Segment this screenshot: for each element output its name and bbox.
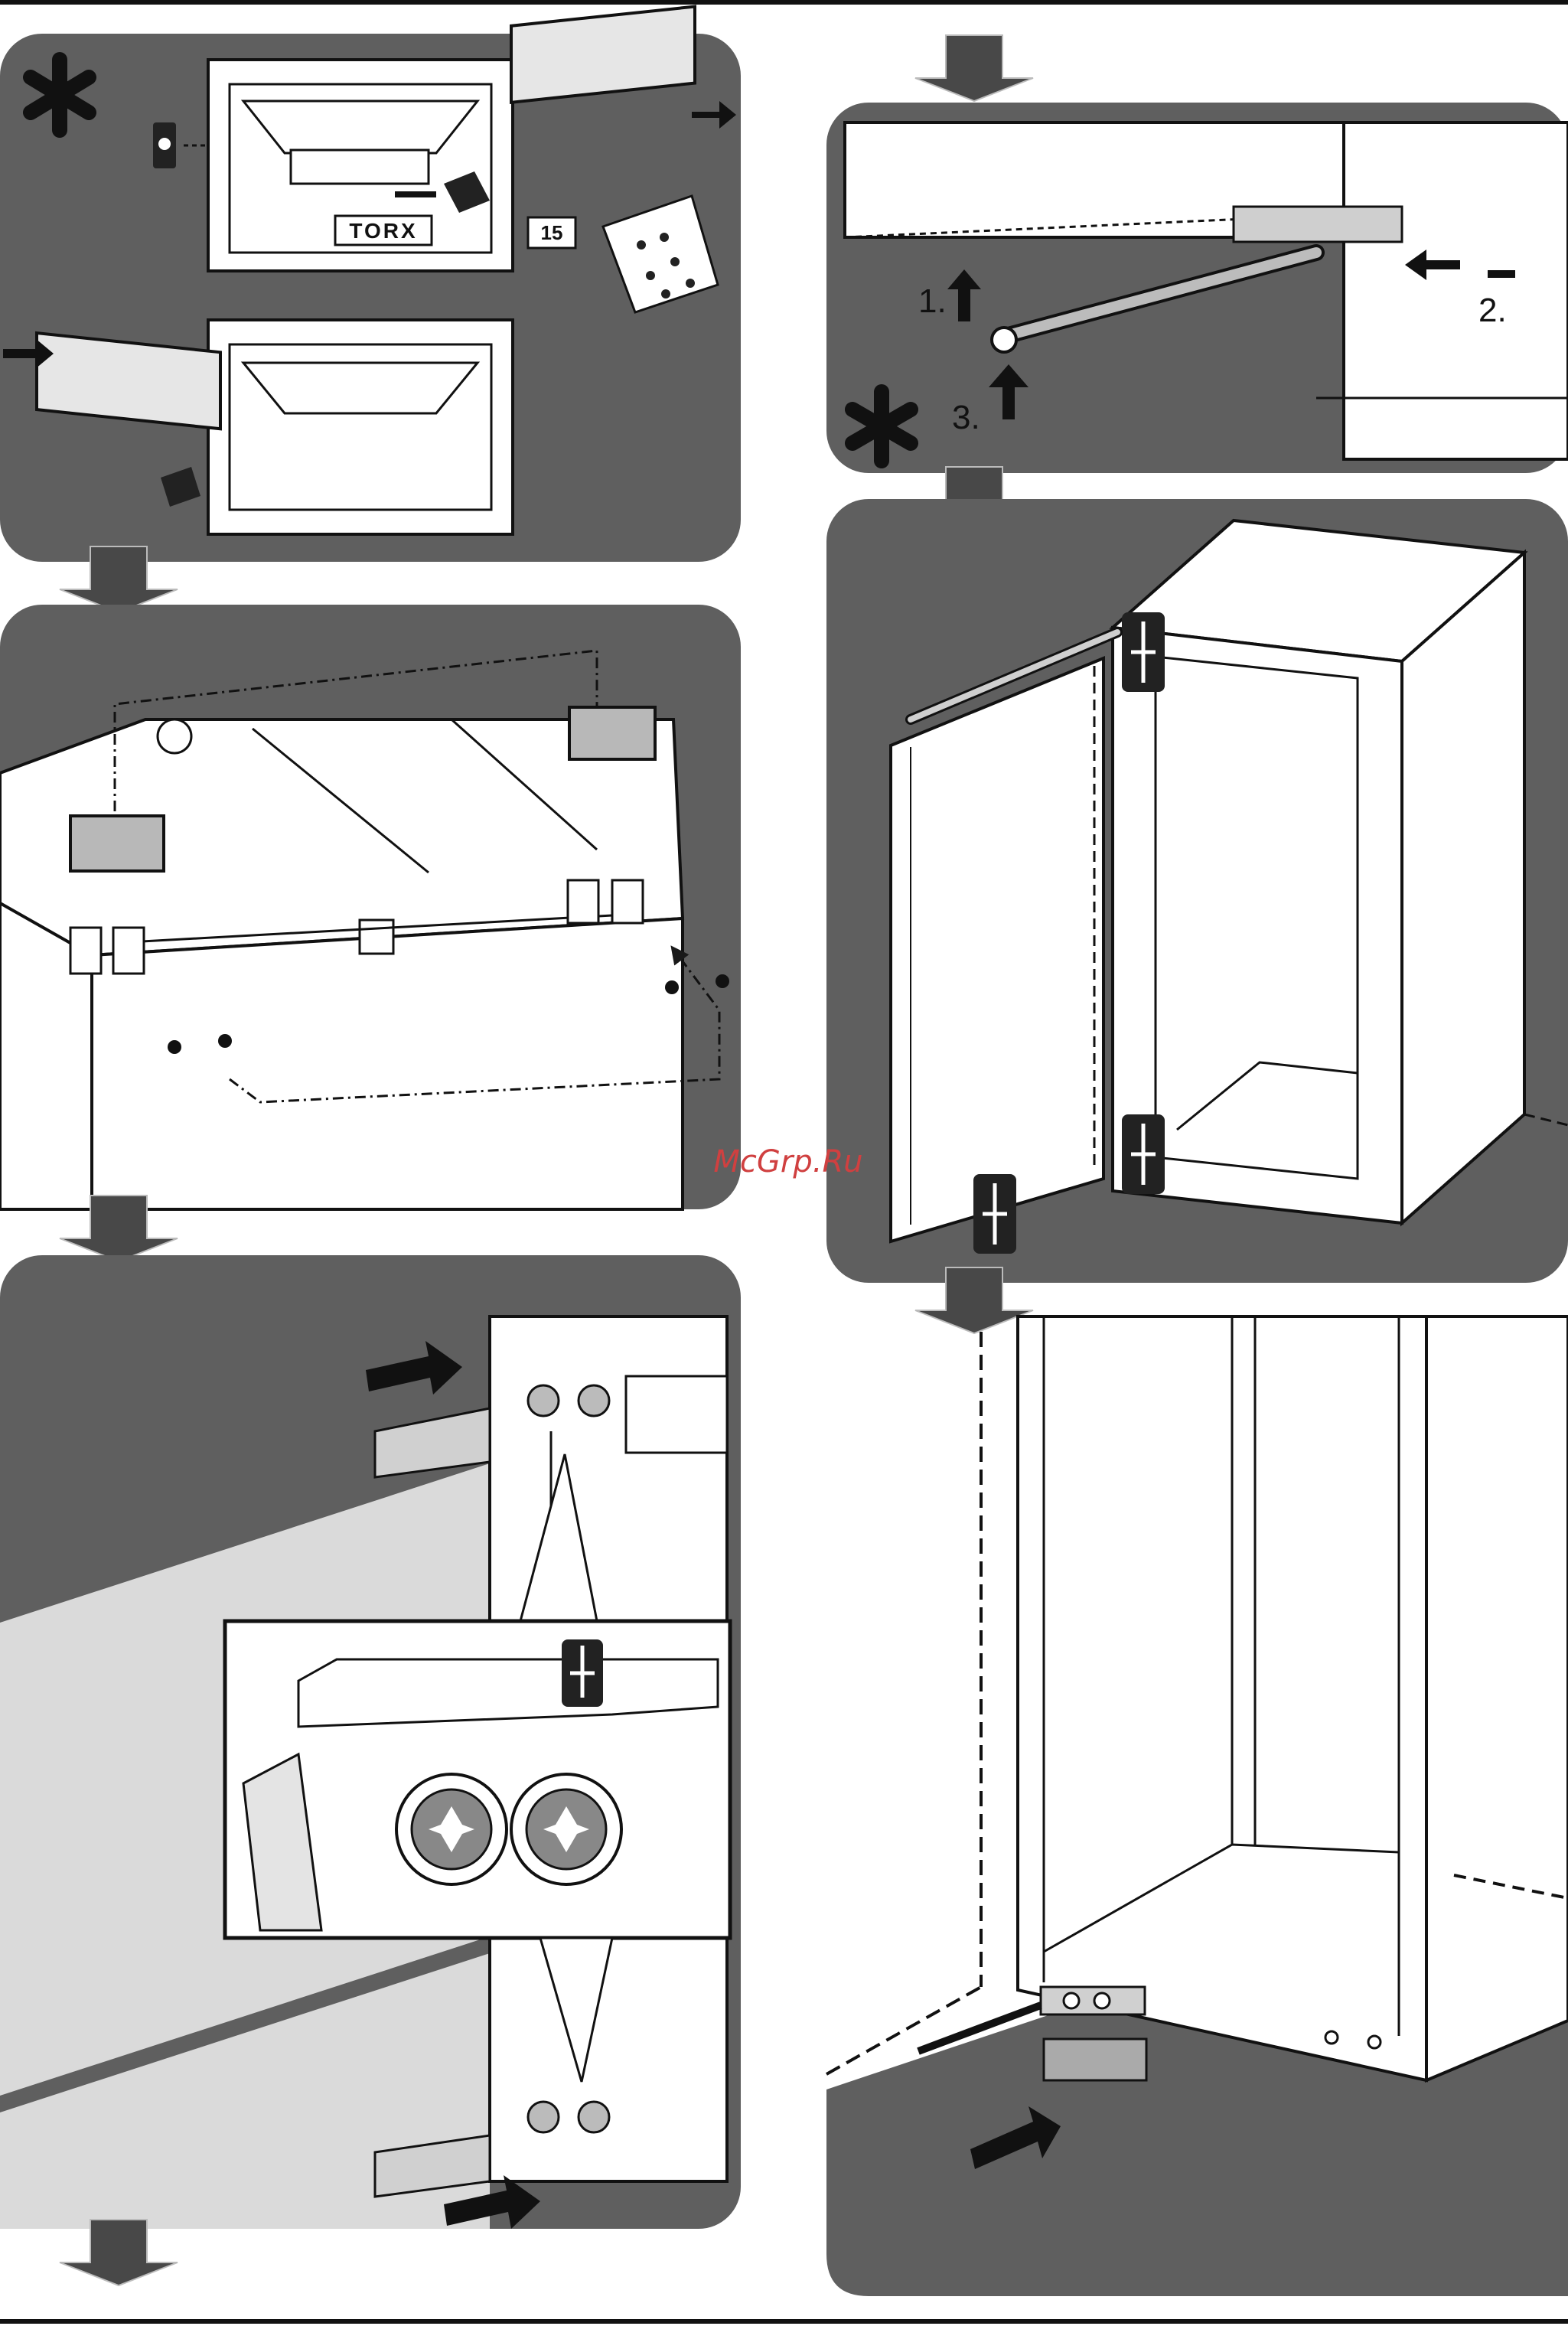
panel-1-cover-swap: TORX 15 <box>0 7 741 562</box>
screw-4 <box>716 974 729 988</box>
bottom-rule <box>0 2319 1568 2324</box>
step-2-label: 2. <box>1478 292 1507 329</box>
screwdriver-icon-bottom-right <box>1122 1114 1165 1194</box>
screw-2 <box>218 1034 232 1048</box>
door-open <box>891 658 1103 1241</box>
screw-3 <box>665 980 679 994</box>
top-hole <box>158 719 191 753</box>
panel-2-top-brackets <box>0 605 741 1209</box>
step-3-label: 3. <box>952 399 980 436</box>
torx-size-label: 15 <box>541 221 563 244</box>
bracket-left <box>70 816 164 871</box>
screw-1 <box>168 1040 181 1054</box>
panel-6-plinth <box>826 1316 1568 2296</box>
hinge-top-right <box>1234 207 1402 242</box>
step-1-label: 1. <box>918 282 947 320</box>
watermark: McGrp.Ru <box>713 1144 862 1179</box>
panel-5-door-mount <box>826 499 1568 1283</box>
torx-label: TORX <box>349 219 417 243</box>
screwdriver-icon-bottom-left <box>973 1174 1016 1254</box>
cabinet-box-side <box>1402 553 1524 1223</box>
adjust-screw-left <box>396 1774 507 1884</box>
panel-4-damper: 1. 2. 3. <box>826 103 1568 473</box>
panel-3-hinge-adjust <box>0 1255 741 2229</box>
plinth-vent <box>1044 2039 1146 2080</box>
step-arrow-top-right <box>915 35 1033 101</box>
screwdriver-icon-top <box>1122 612 1165 692</box>
cabinet-front-tall <box>1018 1316 1426 2080</box>
cabinet-front-right <box>92 918 683 1209</box>
bracket-right <box>569 707 655 759</box>
screwdriver-icon <box>562 1639 603 1707</box>
step-arrow-3 <box>60 2220 178 2285</box>
top-rule <box>0 0 1568 5</box>
cabinet-corner <box>1344 122 1568 459</box>
cabinet-side-tall <box>1426 1316 1568 2080</box>
adjust-screw-right <box>511 1774 621 1884</box>
